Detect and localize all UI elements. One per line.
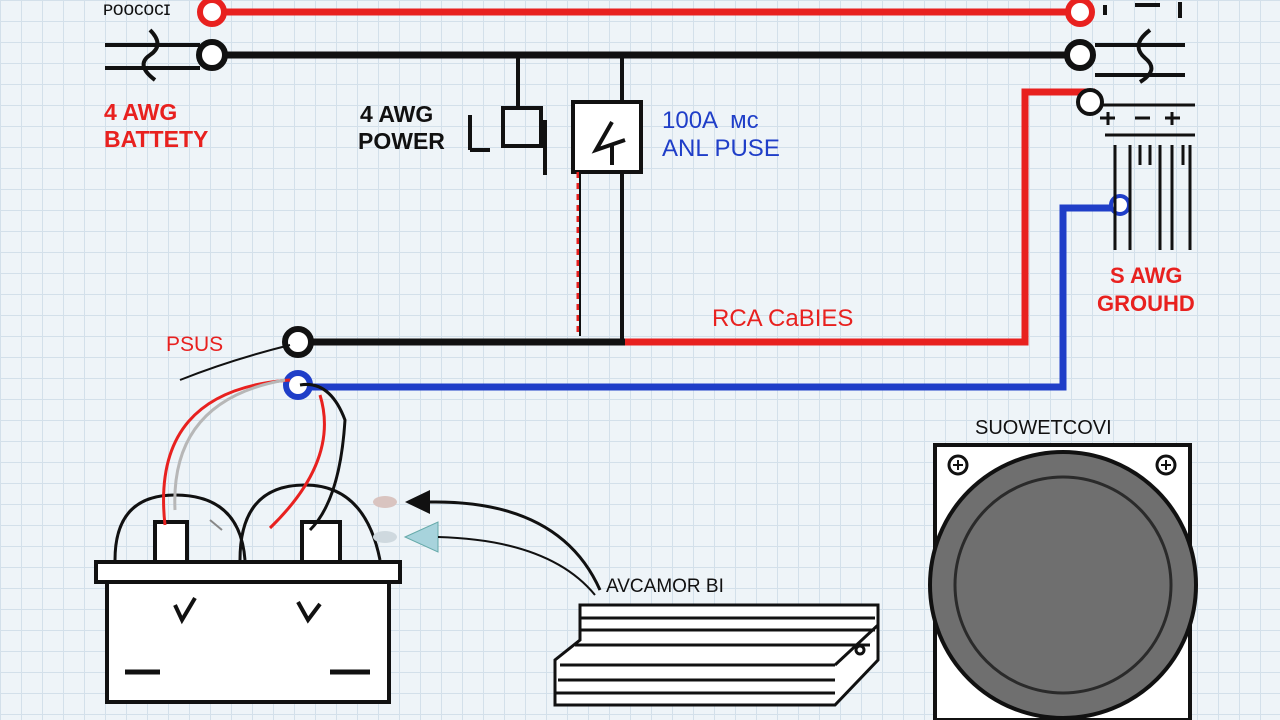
subwoofer: [928, 443, 1198, 720]
power-wire-label-line2: POWER: [358, 128, 445, 154]
battery-wire-label-line2: BATTETY: [104, 126, 209, 152]
amplifier-label: AVCAMOR BI: [606, 576, 724, 597]
amp-terminal-block: [1076, 88, 1195, 250]
power-bus-left-terminal: [197, 0, 227, 27]
anl-fuse-symbol: [571, 100, 643, 174]
power-bus-right-terminal: [1065, 0, 1095, 27]
rca-red-wire: [625, 88, 1095, 346]
ground-label-line2: GROUHD: [1097, 291, 1195, 316]
psus-terminal: [282, 326, 314, 358]
left-connector-symbol: [105, 28, 200, 82]
fuse-label-line2: ANL PUSE: [662, 135, 780, 162]
rca-cables-label: RCA CaBIES: [712, 305, 854, 332]
battery-wire-label-line1: 4 AWG: [104, 99, 178, 125]
black-bus-right-terminal: [1064, 39, 1096, 71]
top-left-label: ᴘᴏᴏᴄᴏᴄɪ: [103, 0, 171, 20]
relay-symbol: [468, 106, 547, 175]
battery-cables: [113, 344, 382, 561]
power-wire-label-line1: 4 AWG: [360, 101, 434, 127]
right-connector-symbol: [1095, 2, 1185, 84]
fuse-label-line1: 100A ᴍᴄ: [662, 107, 759, 134]
battery: [94, 520, 402, 704]
psus-label: PSUS: [166, 333, 224, 356]
rca-connectors: [373, 490, 602, 596]
ground-blue-wire: [298, 204, 1120, 391]
amplifier: [553, 603, 880, 707]
subwoofer-label: SUOWETCOVI: [975, 417, 1112, 439]
ground-label-line1: S AWG: [1110, 263, 1183, 288]
black-bus-left-terminal: [196, 39, 228, 71]
